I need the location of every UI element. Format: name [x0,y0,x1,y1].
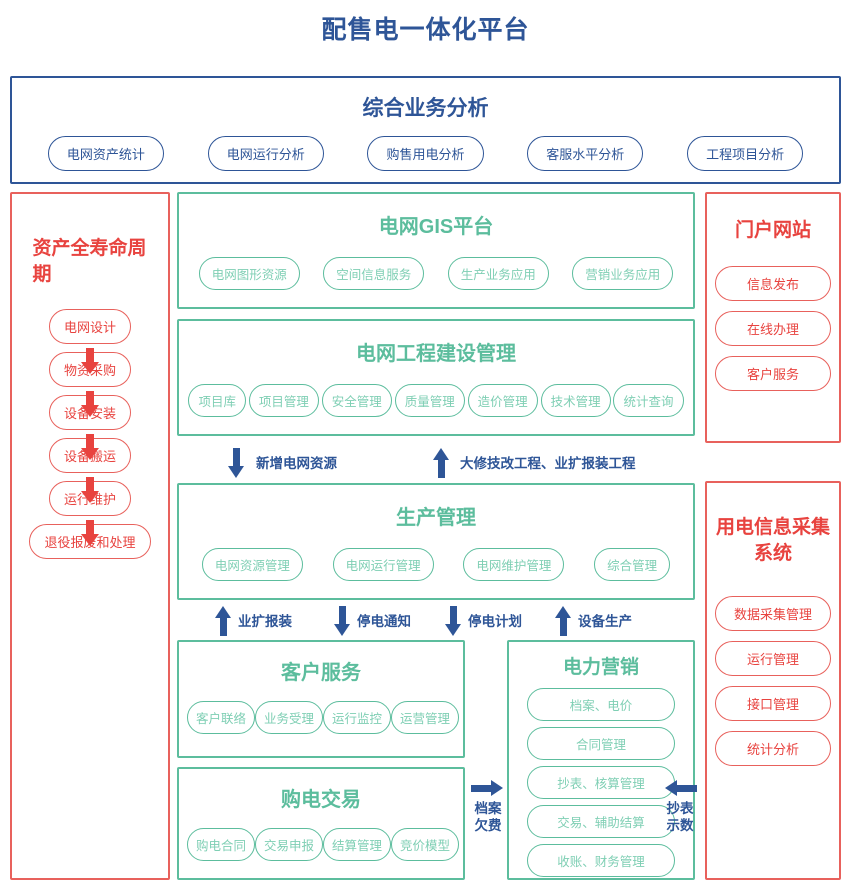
production-pill-group: 电网资源管理 电网运行管理 电网维护管理 综合管理 [179,548,693,581]
power-purchase-trading-section: 购电交易 购电合同 交易申报 结算管理 竞价模型 [177,767,465,880]
arrow-left-icon [663,779,697,799]
collection-pill-data-acquisition-management[interactable]: 数据采集管理 [715,596,831,632]
gis-pill-group: 电网图形资源 空间信息服务 生产业务应用 营销业务应用 [179,257,693,290]
gis-pill-production-application[interactable]: 生产业务应用 [447,257,549,290]
trade-pill-purchase-contract[interactable]: 购电合同 [187,828,256,861]
engineering-pill-cost-management[interactable]: 造价管理 [467,384,538,417]
portal-pill-information-release[interactable]: 信息发布 [715,265,831,301]
arrow-right-icon [471,779,505,799]
comprehensive-business-analysis-section: 综合业务分析 电网资产统计 电网运行分析 购售用电分析 客服水平分析 工程项目分… [10,76,841,184]
portal-pill-online-service[interactable]: 在线办理 [715,310,831,346]
asset-lifecycle-step-list: 电网设计 物资采购 设备安装 设备搬运 运行维护 退役报废和处理 [29,309,151,560]
power-consumption-collection-section: 用电信息采集系统 数据采集管理 运行管理 接口管理 统计分析 [705,481,841,880]
grid-engineering-construction-section: 电网工程建设管理 项目库 项目管理 安全管理 质量管理 造价管理 技术管理 统计… [177,319,695,436]
flow-label-new-grid-resource: 新增电网资源 [256,456,337,471]
cs-pill-operation-management[interactable]: 运营管理 [391,701,460,734]
trade-pill-trade-declaration[interactable]: 交易申报 [255,828,324,861]
production-pill-grid-maintenance-management[interactable]: 电网维护管理 [463,548,565,581]
flow-label-service-expansion: 业扩报装 [238,614,292,629]
flow-label-meter-reading-line1: 抄表 [666,801,694,816]
engineering-pill-project-management[interactable]: 项目管理 [248,384,319,417]
marketing-pill-group: 档案、电价 合同管理 抄表、核算管理 交易、辅助结算 收账、财务管理 [509,688,693,877]
arrow-up-icon [553,606,575,636]
power-marketing-section: 电力营销 档案、电价 合同管理 抄表、核算管理 交易、辅助结算 收账、财务管理 [507,640,695,880]
arrow-down-icon [443,606,465,636]
gis-pill-marketing-application[interactable]: 营销业务应用 [572,257,674,290]
production-management-section: 生产管理 电网资源管理 电网运行管理 电网维护管理 综合管理 [177,483,695,600]
production-pill-grid-operation-management[interactable]: 电网运行管理 [332,548,434,581]
portal-pill-group: 信息发布 在线办理 客户服务 [715,265,831,391]
analysis-section-title: 综合业务分析 [362,97,489,120]
trade-pill-bidding-model[interactable]: 竞价模型 [391,828,460,861]
analysis-pill-service-level-analysis[interactable]: 客服水平分析 [527,136,644,171]
flow-label-meter-reading-line2: 示数 [666,817,694,833]
engineering-pill-technical-management[interactable]: 技术管理 [540,384,611,417]
mkt-pill-contract-management[interactable]: 合同管理 [527,727,675,760]
gis-section-title: 电网GIS平台 [378,216,494,238]
cs-pill-business-acceptance[interactable]: 业务受理 [255,701,324,734]
production-section-title: 生产管理 [396,507,476,529]
asset-lifecycle-title: 资产全寿命周期 [32,238,147,285]
flow-label-overhaul-projects: 大修技改工程、业扩报装工程 [460,456,636,471]
gis-pill-spatial-info-service[interactable]: 空间信息服务 [323,257,425,290]
flow-label-archive-arrears-line2: 欠费 [474,817,502,833]
mkt-pill-meter-accounting-management[interactable]: 抄表、核算管理 [527,766,675,799]
cs-pill-operation-monitoring[interactable]: 运行监控 [323,701,392,734]
engineering-pill-statistics-query[interactable]: 统计查询 [613,384,684,417]
collection-pill-interface-management[interactable]: 接口管理 [715,686,831,722]
arrow-up-icon [213,606,235,636]
arrow-down-icon [226,448,248,478]
portal-website-section: 门户网站 信息发布 在线办理 客户服务 [705,192,841,443]
analysis-pill-purchase-sale-analysis[interactable]: 购售用电分析 [367,136,484,171]
flow-label-outage-notice: 停电通知 [357,614,411,629]
power-trade-section-title: 购电交易 [281,789,361,811]
customer-service-section-title: 客户服务 [281,662,361,684]
engineering-pill-project-library[interactable]: 项目库 [188,384,246,417]
portal-pill-customer-service[interactable]: 客户服务 [715,355,831,391]
analysis-pill-grid-operation-analysis[interactable]: 电网运行分析 [207,136,324,171]
mkt-pill-receivables-finance-management[interactable]: 收账、财务管理 [527,844,675,877]
customer-service-pill-group: 客户联络 业务受理 运行监控 运营管理 [179,701,463,734]
flow-label-archive-arrears-line1: 档案 [474,801,502,816]
arrow-up-icon [431,448,453,478]
engineering-pill-group: 项目库 项目管理 安全管理 质量管理 造价管理 技术管理 统计查询 [179,384,693,417]
cs-pill-customer-contact[interactable]: 客户联络 [187,701,256,734]
production-pill-grid-resource-management[interactable]: 电网资源管理 [201,548,303,581]
analysis-pill-group: 电网资产统计 电网运行分析 购售用电分析 客服水平分析 工程项目分析 [12,136,839,171]
trade-pill-settlement-management[interactable]: 结算管理 [323,828,392,861]
collection-pill-operation-management[interactable]: 运行管理 [715,641,831,677]
asset-lifecycle-section: 资产全寿命周期 电网设计 物资采购 设备安装 设备搬运 运行维护 退役报废和处理 [10,192,170,880]
flow-label-outage-plan: 停电计划 [468,614,522,629]
analysis-pill-project-analysis[interactable]: 工程项目分析 [687,136,804,171]
lifecycle-step-grid-design[interactable]: 电网设计 [48,309,131,345]
gis-pill-graphic-resource[interactable]: 电网图形资源 [198,257,300,290]
flow-label-equipment-production: 设备生产 [578,614,632,629]
analysis-pill-grid-asset-stats[interactable]: 电网资产统计 [47,136,164,171]
flow-label-meter-reading: 抄表 示数 [662,801,698,835]
production-pill-comprehensive-management[interactable]: 综合管理 [594,548,671,581]
portal-section-title: 门户网站 [734,220,811,241]
customer-service-section: 客户服务 客户联络 业务受理 运行监控 运营管理 [177,640,465,758]
engineering-pill-quality-management[interactable]: 质量管理 [394,384,465,417]
arrow-down-icon [332,606,354,636]
page-title: 配售电一体化平台 [321,16,530,44]
mkt-pill-trade-auxiliary-settlement[interactable]: 交易、辅助结算 [527,805,675,838]
grid-gis-platform-section: 电网GIS平台 电网图形资源 空间信息服务 生产业务应用 营销业务应用 [177,192,695,309]
mkt-pill-archive-price[interactable]: 档案、电价 [527,688,675,721]
marketing-section-title: 电力营销 [562,657,639,678]
flow-label-archive-arrears: 档案 欠费 [470,801,506,835]
power-trade-pill-group: 购电合同 交易申报 结算管理 竞价模型 [179,828,463,861]
engineering-section-title: 电网工程建设管理 [356,343,516,365]
collection-pill-group: 数据采集管理 运行管理 接口管理 统计分析 [715,596,831,767]
collection-section-title: 用电信息采集系统 [715,517,830,564]
collection-pill-statistical-analysis[interactable]: 统计分析 [715,731,831,767]
engineering-pill-safety-management[interactable]: 安全管理 [321,384,392,417]
